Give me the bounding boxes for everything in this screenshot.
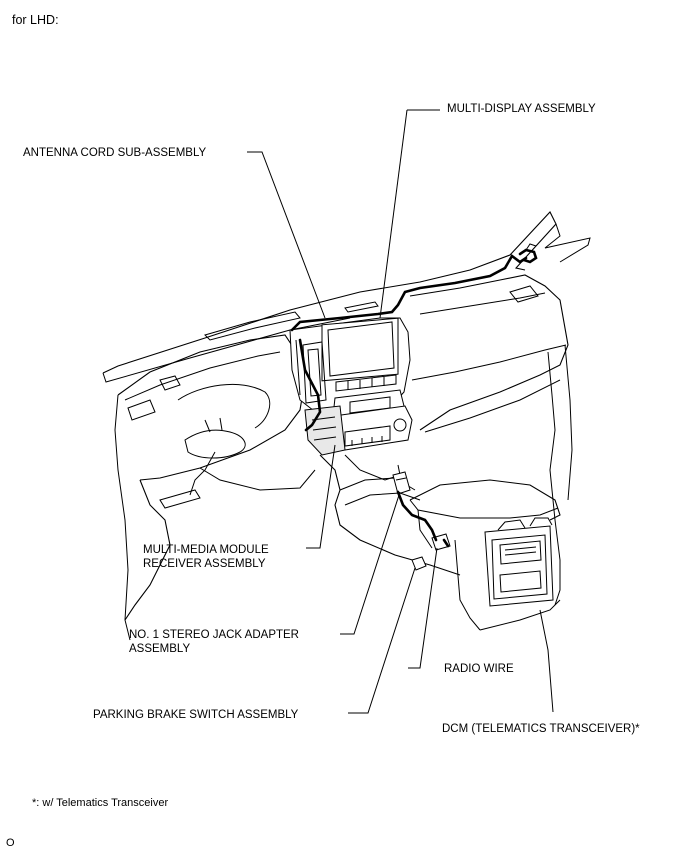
label-dcm-telematics-transceiver: DCM (TELEMATICS TRANSCEIVER)*	[442, 723, 640, 735]
label-antenna-cord-sub-assembly: ANTENNA CORD SUB-ASSEMBLY	[23, 147, 207, 159]
label-stereo-jack-adapter-assembly: NO. 1 STEREO JACK ADAPTER ASSEMBLY	[129, 629, 299, 655]
label-radio-wire: RADIO WIRE	[444, 663, 514, 675]
scope-label: for LHD:	[12, 13, 59, 27]
label-multi-display-assembly: MULTI-DISPLAY ASSEMBLY	[447, 103, 596, 115]
label-parking-brake-switch-assembly: PARKING BRAKE SWITCH ASSEMBLY	[93, 709, 299, 721]
label-multi-media-module-receiver-assembly: MULTI-MEDIA MODULE RECEIVER ASSEMBLY	[143, 544, 269, 570]
footnote: *: w/ Telematics Transceiver	[32, 797, 169, 809]
figure-code: O	[6, 837, 15, 849]
